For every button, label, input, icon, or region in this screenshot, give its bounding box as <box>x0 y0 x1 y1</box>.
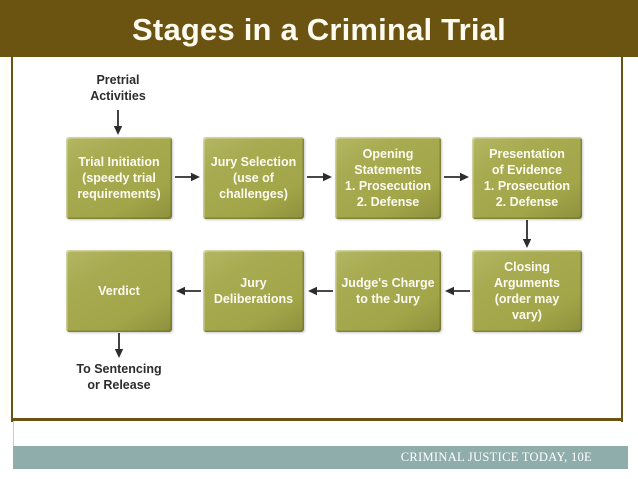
arrow-verdict-to-sentencing <box>113 333 125 359</box>
process-box-verdict[interactable]: Verdict <box>66 250 172 332</box>
verdict-line-1: Verdict <box>98 284 140 298</box>
jury-deliberations-line-1: Jury <box>240 276 267 290</box>
presentation-of-evidence-line-1: Presentation <box>489 147 565 161</box>
arrow-jury-deliberations-to-verdict <box>175 285 201 297</box>
trial-initiation-line-1: Trial Initiation <box>78 155 160 169</box>
opening-statements-line-3: 1. Prosecution <box>344 179 432 193</box>
opening-statements-line-2: Statements <box>354 163 422 177</box>
arrow-pretrial-to-trial-initiation <box>112 110 124 136</box>
arrow-judges-charge-to-jury-deliberations <box>307 285 333 297</box>
process-box-jury-deliberations[interactable]: Jury Deliberations <box>203 250 304 332</box>
opening-statements-line-4: 2. Defense <box>356 195 420 209</box>
closing-arguments-line-2: Arguments <box>494 276 560 290</box>
sentencing-line-1: To Sentencing <box>76 362 162 376</box>
trial-initiation-line-3: requirements) <box>77 187 161 201</box>
jury-selection-line-3: challenges) <box>219 187 288 201</box>
arrow-presentation-to-closing-arguments <box>521 220 533 249</box>
pretrial-line-2: Activities <box>90 89 146 104</box>
jury-deliberations-line-2: Deliberations <box>213 292 294 306</box>
label-to-sentencing-or-release: To Sentencing or Release <box>51 361 187 394</box>
sentencing-line-2: or Release <box>87 378 151 393</box>
presentation-of-evidence-line-4: 2. Defense <box>495 195 559 209</box>
judges-charge-line-2: to the Jury <box>356 292 420 306</box>
process-box-opening-statements[interactable]: Opening Statements 1. Prosecution 2. Def… <box>335 137 441 219</box>
closing-arguments-line-3: (order may <box>494 292 560 306</box>
footer-bar: CRIMINAL JUSTICE TODAY, 10E <box>13 446 628 469</box>
process-box-judges-charge[interactable]: Judge's Charge to the Jury <box>335 250 441 332</box>
process-box-trial-initiation[interactable]: Trial Initiation (speedy trial requireme… <box>66 137 172 219</box>
trial-initiation-line-2: (speedy trial <box>82 171 156 185</box>
frame-left-strip <box>4 57 10 420</box>
opening-statements-line-1: Opening <box>362 147 414 161</box>
presentation-of-evidence-line-3: 1. Prosecution <box>483 179 571 193</box>
arrow-opening-statements-to-presentation-of-evidence <box>444 171 470 183</box>
page-title: Stages in a Criminal Trial <box>132 12 506 47</box>
closing-arguments-line-1: Closing <box>504 260 550 274</box>
process-box-closing-arguments[interactable]: Closing Arguments (order may vary) <box>472 250 582 332</box>
arrow-trial-initiation-to-jury-selection <box>175 171 201 183</box>
arrow-closing-arguments-to-judges-charge <box>444 285 470 297</box>
closing-arguments-line-4: vary) <box>512 308 542 322</box>
pretrial-line-1: Pretrial <box>96 73 140 87</box>
process-box-jury-selection[interactable]: Jury Selection (use of challenges) <box>203 137 304 219</box>
label-pretrial-activities: Pretrial Activities <box>58 72 178 105</box>
presentation-of-evidence-line-2: of Evidence <box>491 163 563 177</box>
footer-source-text: CRIMINAL JUSTICE TODAY, 10E <box>400 450 592 464</box>
frame-bottom-border <box>11 418 623 421</box>
judges-charge-line-1: Judge's Charge <box>341 276 435 290</box>
flowchart-canvas: Pretrial Activities Trial Initiation (sp… <box>13 58 621 418</box>
process-box-presentation-of-evidence[interactable]: Presentation of Evidence 1. Prosecution … <box>472 137 582 219</box>
jury-selection-line-2: (use of <box>233 171 274 185</box>
arrow-jury-selection-to-opening-statements <box>307 171 333 183</box>
footer-divider <box>13 421 14 446</box>
jury-selection-line-1: Jury Selection <box>210 155 297 169</box>
slide-title-bar: Stages in a Criminal Trial <box>0 0 638 57</box>
frame-left-border <box>11 57 13 422</box>
frame-right-border <box>621 57 623 422</box>
